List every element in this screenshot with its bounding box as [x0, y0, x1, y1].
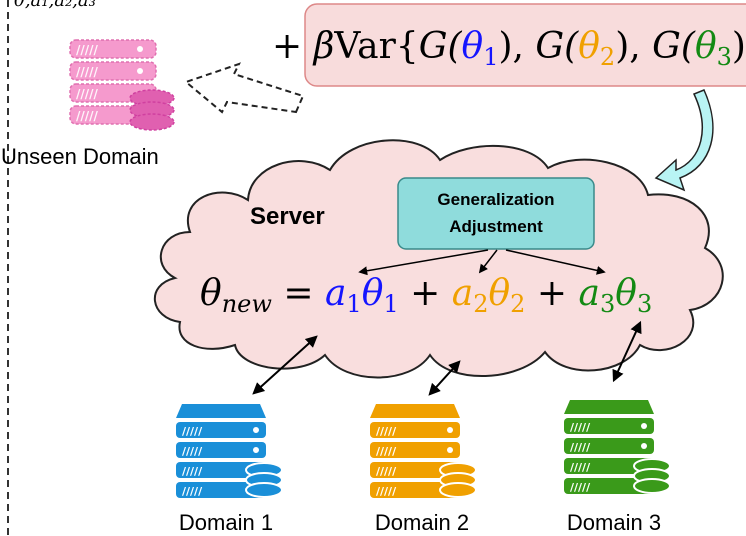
domain3-label: Domain 3	[567, 510, 661, 535]
server-label: Server	[250, 203, 325, 230]
link-arrow-domain3	[612, 320, 642, 383]
svg-text://///: /////	[182, 465, 203, 478]
svg-text://///: /////	[76, 109, 99, 123]
link-arrow-domain2	[428, 360, 461, 396]
svg-text://///: /////	[376, 465, 397, 478]
svg-text://///: /////	[376, 485, 397, 498]
variance-formula: + βVar{G(θ1), G(θ2), G(θ3)}	[272, 26, 746, 71]
svg-text://///: /////	[182, 425, 203, 438]
adjustment-line1: Generalization	[437, 190, 554, 209]
adjust-arrow-a3	[505, 249, 606, 275]
top-left-fragment: θ,a₁,a₂,a₃	[14, 0, 96, 11]
svg-text://///: /////	[570, 461, 591, 474]
domain3-server-icon: ///// ///// ///// /////	[564, 400, 671, 494]
svg-text://///: /////	[182, 485, 203, 498]
domain1-server-icon: ///// ///// ///// /////	[176, 404, 283, 498]
svg-text://///: /////	[76, 65, 99, 79]
adjust-arrow-a1	[358, 249, 489, 276]
adjustment-line2: Adjustment	[449, 217, 543, 236]
adjust-arrow-a2	[478, 249, 498, 274]
unseen-domain-label: Unseen Domain	[1, 144, 159, 169]
aggregation-formula: θnew = a1θ1 + a2θ2 + a3θ3	[200, 273, 652, 318]
variance-formula-box	[304, 3, 746, 87]
svg-text://///: /////	[376, 425, 397, 438]
unseen-server-icon: ///// ///// ///// /////	[69, 39, 175, 131]
svg-text://///: /////	[76, 87, 99, 101]
link-arrow-domain1	[252, 335, 318, 395]
generalization-adjustment-box	[397, 177, 595, 250]
domain1-label: Domain 1	[179, 510, 273, 535]
svg-text://///: /////	[182, 445, 203, 458]
svg-text://///: /////	[76, 43, 99, 57]
svg-text://///: /////	[570, 481, 591, 494]
dashed-hollow-arrow	[183, 62, 305, 114]
curved-feedback-arrow	[654, 89, 714, 192]
svg-text://///: /////	[570, 441, 591, 454]
domain2-server-icon: ///// ///// ///// /////	[370, 404, 477, 498]
svg-text://///: /////	[376, 445, 397, 458]
svg-text://///: /////	[570, 421, 591, 434]
domain2-label: Domain 2	[375, 510, 469, 535]
